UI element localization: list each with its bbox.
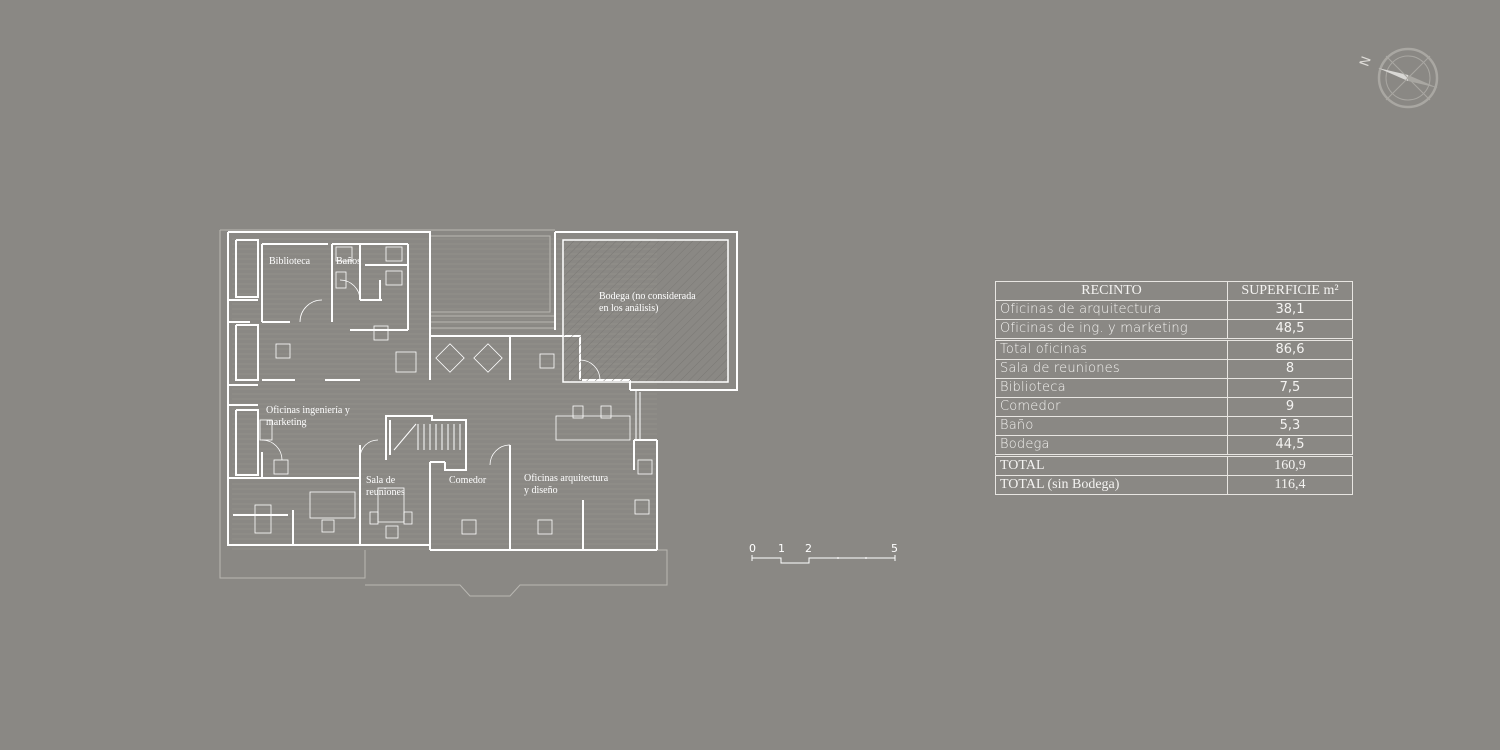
furniture <box>254 246 653 539</box>
row-name: Sala de reuniones <box>995 359 1228 379</box>
row-name: Oficinas de arquitectura <box>995 300 1228 320</box>
row-name: TOTAL (sin Bodega) <box>995 475 1228 495</box>
row-value: 9 <box>1227 397 1353 417</box>
row-value: 38,1 <box>1227 300 1353 320</box>
label-banos: Baños <box>336 256 361 267</box>
column-header-superficie: SUPERFICIE m² <box>1227 281 1353 301</box>
scale-bar <box>751 555 896 564</box>
row-name: Baño <box>995 416 1228 436</box>
scale-label-1: 1 <box>778 542 785 555</box>
table-row-total: TOTAL 160,9 <box>995 454 1353 476</box>
table-row: Comedor 9 <box>995 397 1353 417</box>
table-row: Bodega 44,5 <box>995 435 1353 456</box>
row-name: Oficinas de ing. y marketing <box>995 319 1228 340</box>
table-row: Total oficinas 86,6 <box>995 338 1353 360</box>
label-bodega: Bodega (no considerada en los análisis) <box>599 291 696 314</box>
column-header-recinto: RECINTO <box>995 281 1228 301</box>
table-row: Biblioteca 7,5 <box>995 378 1353 398</box>
scale-label-5: 5 <box>891 542 898 555</box>
row-name: Biblioteca <box>995 378 1228 398</box>
row-value: 48,5 <box>1227 319 1353 340</box>
row-value: 7,5 <box>1227 378 1353 398</box>
scale-label-2: 2 <box>805 542 812 555</box>
north-arrow-icon: N <box>1357 47 1439 109</box>
label-sala-reuniones: Sala de reuniones <box>366 475 405 498</box>
area-table: RECINTO SUPERFICIE m² Oficinas de arquit… <box>995 281 1353 495</box>
label-comedor: Comedor <box>449 475 487 486</box>
table-row: Sala de reuniones 8 <box>995 359 1353 379</box>
north-label: N <box>1357 54 1374 68</box>
row-name: TOTAL <box>995 454 1228 476</box>
label-biblioteca: Biblioteca <box>269 256 311 267</box>
row-value: 44,5 <box>1227 435 1353 456</box>
staircase <box>393 423 461 451</box>
row-name: Total oficinas <box>995 338 1228 360</box>
scale-label-0: 0 <box>749 542 756 555</box>
row-value: 160,9 <box>1227 454 1353 476</box>
table-row: Oficinas de ing. y marketing 48,5 <box>995 319 1353 340</box>
table-row-total-sin-bodega: TOTAL (sin Bodega) 116,4 <box>995 475 1353 495</box>
label-oficinas-arquitectura: Oficinas arquitectura y diseño <box>524 473 609 496</box>
door-swings <box>261 279 601 466</box>
table-row: Oficinas de arquitectura 38,1 <box>995 300 1353 320</box>
table-header-row: RECINTO SUPERFICIE m² <box>995 281 1353 301</box>
row-name: Bodega <box>995 435 1228 456</box>
row-value: 86,6 <box>1227 338 1353 360</box>
row-value: 5,3 <box>1227 416 1353 436</box>
table-row: Baño 5,3 <box>995 416 1353 436</box>
row-name: Comedor <box>995 397 1228 417</box>
bodega-block <box>554 231 738 391</box>
label-oficinas-ingenieria: Oficinas ingeniería y marketing <box>266 405 350 428</box>
row-value: 116,4 <box>1227 475 1353 495</box>
row-value: 8 <box>1227 359 1353 379</box>
